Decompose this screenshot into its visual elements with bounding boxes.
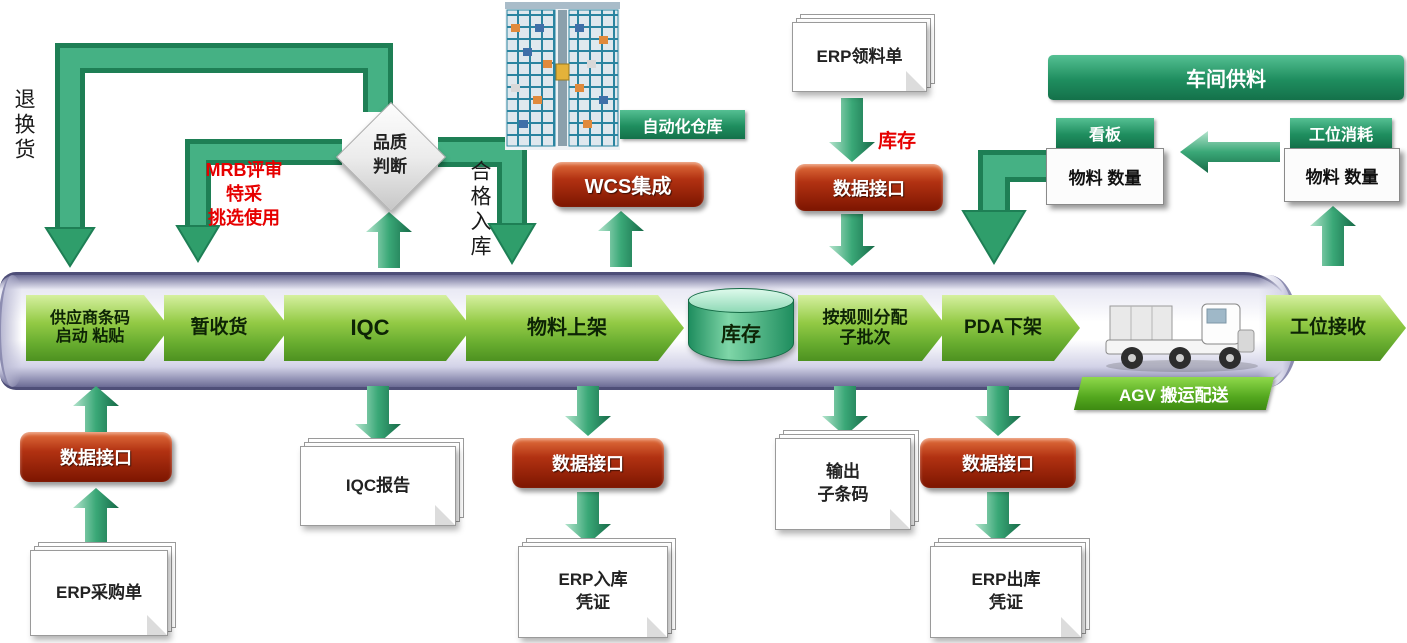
- step-pda-unshelve: PDA下架: [942, 295, 1080, 361]
- agv-delivery-banner: AGV 搬运配送: [1073, 377, 1275, 410]
- step-supplier-barcode: 供应商条码 启动 粘贴: [26, 295, 170, 361]
- erp-outbound-doc-line1: ERP出库: [971, 570, 1041, 590]
- station-consume-detail-label: 物料 数量: [1305, 167, 1379, 187]
- data-interface-top: 数据接口: [795, 164, 943, 211]
- warehouse-label-box: 自动化仓库: [620, 110, 745, 139]
- erp-inbound-doc-line2: 凭证: [576, 593, 610, 612]
- step-iqc: IQC: [284, 295, 472, 361]
- diamond-line2: 判断: [373, 157, 407, 176]
- agv-delivery-label: AGV 搬运配送: [1119, 386, 1229, 405]
- arrow-consume-to-kanban: [1180, 131, 1280, 173]
- data-interface-col5-label: 数据接口: [962, 454, 1034, 474]
- iqc-report-doc: IQC报告: [300, 446, 456, 526]
- step-label: 工位接收: [1289, 317, 1366, 339]
- arrow-picking-to-interface: [829, 98, 875, 162]
- arrow-interface1-to-pipe: [73, 386, 119, 432]
- inventory-note: 库存: [878, 131, 917, 152]
- data-interface-col3-label: 数据接口: [552, 454, 624, 474]
- erp-picking-doc-label: ERP领料单: [816, 46, 903, 66]
- step-temp-receive: 暂收货: [164, 295, 290, 361]
- sub-barcode-doc-line1: 输出: [826, 462, 860, 482]
- station-consume-label: 工位消耗: [1308, 127, 1373, 144]
- arrow-pipe-to-consume: [1310, 206, 1356, 266]
- kanban-label: 看板: [1088, 127, 1121, 144]
- erp-outbound-doc: ERP出库 凭证: [930, 546, 1082, 638]
- cylinder-top: [688, 288, 794, 313]
- kanban-detail-label: 物料 数量: [1068, 169, 1142, 188]
- workshop-supply-banner: 车间供料: [1048, 55, 1404, 100]
- warehouse-image: [505, 2, 620, 150]
- step-shelving: 物料上架: [466, 295, 684, 361]
- agv-truck-image: [1105, 303, 1258, 372]
- step-label: 按规则分配: [822, 308, 908, 328]
- data-interface-col1-label: 数据接口: [60, 448, 132, 468]
- arrow-pipe-to-diamond: [366, 212, 412, 268]
- step-label: IQC: [350, 315, 390, 341]
- erp-inbound-doc: ERP入库 凭证: [518, 546, 668, 638]
- mrb-line2: 特采: [226, 184, 262, 204]
- arrow-interface3-to-doc: [565, 492, 611, 544]
- arrow-iqc-to-report: [355, 386, 401, 444]
- step-label: 启动 粘贴: [55, 328, 125, 345]
- data-interface-col1: 数据接口: [20, 432, 172, 482]
- warehouse-label: 自动化仓库: [642, 118, 723, 136]
- step-station-receive: 工位接收: [1266, 295, 1406, 361]
- step-label: PDA下架: [963, 317, 1043, 339]
- station-consume-box: 工位消耗: [1290, 118, 1392, 148]
- erp-outbound-doc-line2: 凭证: [989, 593, 1023, 612]
- qualified-in-label: 合格入库: [468, 160, 491, 260]
- sub-barcode-doc: 输出 子条码: [775, 438, 911, 530]
- erp-inbound-doc-line1: ERP入库: [558, 570, 628, 590]
- workshop-supply-label: 车间供料: [1186, 69, 1266, 91]
- iqc-report-doc-label: IQC报告: [345, 475, 411, 495]
- mrb-note: MRB评审 特采 挑选使用: [188, 158, 300, 230]
- arrow-pipe-to-wcs: [598, 211, 644, 267]
- return-goods-label: 退换货: [12, 88, 35, 163]
- arrow-allocate-to-subbarcode: [822, 386, 868, 436]
- arrow-purchase-to-interface1: [73, 488, 119, 548]
- mrb-line1: MRB评审: [205, 160, 283, 180]
- erp-purchase-doc: ERP采购单: [30, 550, 168, 636]
- erp-picking-doc: ERP领料单: [792, 22, 927, 92]
- kanban-detail-box: 物料 数量: [1046, 148, 1164, 205]
- step-label: 暂收货: [190, 317, 248, 339]
- step-label: 物料上架: [527, 316, 607, 339]
- erp-purchase-doc-label: ERP采购单: [56, 582, 142, 602]
- sub-barcode-doc-line2: 子条码: [817, 485, 869, 504]
- data-interface-col3: 数据接口: [512, 438, 664, 488]
- inventory-cylinder: 库存: [688, 288, 794, 366]
- wcs-label: WCS集成: [584, 176, 672, 198]
- arrow-interface5-to-doc: [975, 492, 1021, 544]
- arrow-shelving-to-interface3: [565, 386, 611, 436]
- wcs-box: WCS集成: [552, 162, 704, 207]
- arrow-interface-to-pipe: [829, 214, 875, 266]
- step-allocate-batch: 按规则分配 子批次: [798, 295, 948, 361]
- mrb-line3: 挑选使用: [208, 208, 280, 228]
- kanban-box: 看板: [1056, 118, 1154, 148]
- arrow-pda-to-interface5: [975, 386, 1021, 436]
- quality-decision-label: 品质 判断: [340, 131, 440, 179]
- data-interface-col5: 数据接口: [920, 438, 1076, 488]
- step-label: 供应商条码: [49, 309, 130, 327]
- diamond-line1: 品质: [373, 133, 407, 152]
- data-interface-top-label: 数据接口: [833, 178, 905, 199]
- step-label: 子批次: [839, 328, 891, 347]
- inventory-label: 库存: [721, 324, 761, 346]
- station-consume-detail-box: 物料 数量: [1284, 148, 1400, 202]
